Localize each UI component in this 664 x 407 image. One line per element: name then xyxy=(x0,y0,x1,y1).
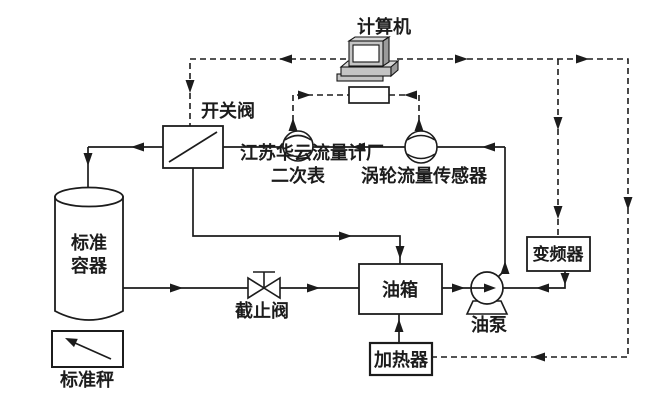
secondary-meter-label: 二次表 xyxy=(271,165,326,186)
computer-screen xyxy=(352,44,380,63)
oil-tank-box xyxy=(358,263,443,315)
computer-label: 计算机 xyxy=(357,16,411,37)
secondary-meter xyxy=(282,130,314,162)
heater-box xyxy=(368,341,434,377)
labels: 计算机 开关阀 二次表 涡轮流量传感器 标准 容器 标准秤 截止阀 油箱 油泵 … xyxy=(59,16,584,390)
line-turbine-sensor-to-interface xyxy=(389,94,420,131)
scale-needle-arrow xyxy=(65,338,78,348)
oil-tank-label: 油箱 xyxy=(382,279,418,300)
switch-valve-label: 开关阀 xyxy=(201,100,255,121)
watermark-text: 江苏华云流量计厂 xyxy=(240,142,384,163)
interface-box xyxy=(348,86,390,104)
heater-label: 加热器 xyxy=(373,349,429,370)
turbine-flow-sensor xyxy=(404,130,438,164)
stop-valve xyxy=(247,271,281,300)
standard-container-label-line1: 标准 xyxy=(70,232,107,253)
line-computer-to-switch-valve xyxy=(189,58,346,126)
pump-direction-arrow xyxy=(484,283,496,293)
oil-pump-label: 油泵 xyxy=(471,314,507,335)
standard-scale xyxy=(51,330,124,368)
turbine-flow-sensor-label: 涡轮流量传感器 xyxy=(361,165,488,186)
switch-valve xyxy=(162,125,224,169)
standard-container-label-line2: 容器 xyxy=(71,255,108,276)
frequency-inverter-label: 变频器 xyxy=(533,244,585,264)
standard-container xyxy=(54,186,124,321)
oil-pump xyxy=(465,271,509,315)
flow-arrows xyxy=(83,54,633,362)
standard-scale-label: 标准秤 xyxy=(59,369,114,390)
line-inverter-to-pump xyxy=(503,271,566,289)
line-secondary-meter-to-interface xyxy=(292,94,349,131)
frequency-inverter-box xyxy=(526,236,591,272)
line-pump-riser xyxy=(497,147,506,278)
computer-icon xyxy=(336,35,400,82)
stop-valve-label: 截止阀 xyxy=(235,300,289,321)
